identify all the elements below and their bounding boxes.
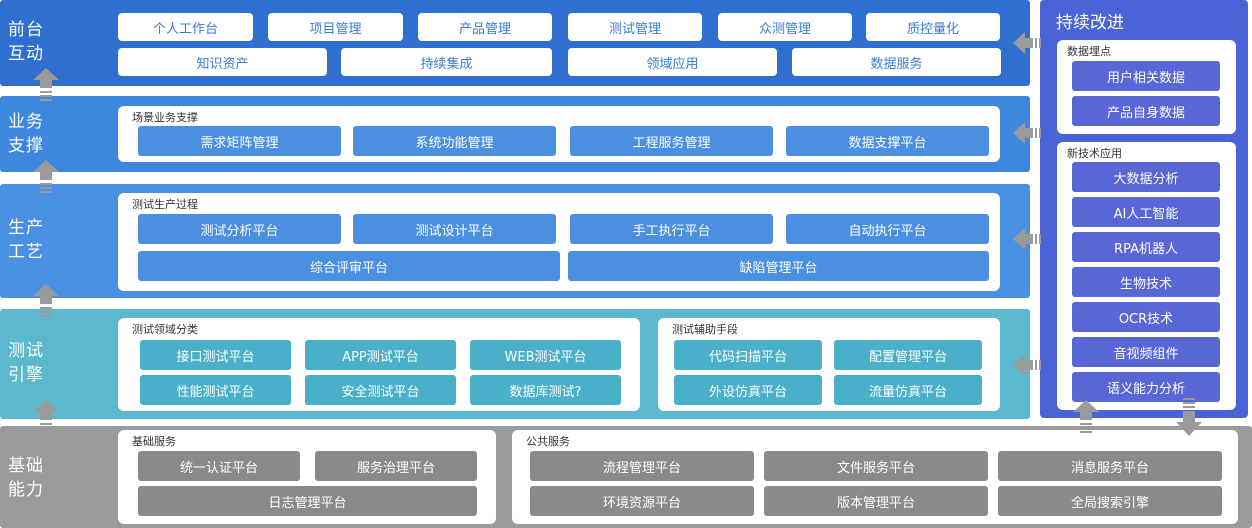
engine-aux-item[interactable]: 代码扫描平台 [674,340,822,370]
panel-title: 公共服务 [526,435,570,448]
production-item[interactable]: 测试分析平台 [138,214,341,244]
layer-label-foundation: 基础 能力 [8,456,44,500]
layer-label-engine: 测试 引擎 [8,341,44,385]
engine-domain-item[interactable]: 性能测试平台 [140,375,291,405]
tech-item[interactable]: 生物技术 [1072,267,1220,297]
engine-aux-item[interactable]: 外设仿真平台 [674,375,822,405]
frontend-item[interactable]: 个人工作台 [118,13,253,41]
foundation-public-item[interactable]: 环境资源平台 [530,486,754,516]
frontend-item[interactable]: 数据服务 [792,48,1001,76]
production-item[interactable]: 缺陷管理平台 [568,251,989,281]
tech-item[interactable]: 语义能力分析 [1072,372,1220,402]
tech-item[interactable]: 大数据分析 [1072,162,1220,192]
frontend-item[interactable]: 测试管理 [568,13,702,41]
engine-aux-item[interactable]: 配置管理平台 [834,340,982,370]
layer-label-production: 生产 工艺 [8,218,44,262]
arrow-up-icon [33,400,59,436]
foundation-basic-item[interactable]: 统一认证平台 [138,451,300,481]
frontend-item[interactable]: 质控量化 [866,13,1000,41]
production-item[interactable]: 手工执行平台 [570,214,773,244]
foundation-public-item[interactable]: 版本管理平台 [764,486,988,516]
tech-item[interactable]: 音视频组件 [1072,337,1220,367]
panel-test-production: 测试生产过程 测试分析平台 测试设计平台 手工执行平台 自动执行平台 综合评审平… [118,193,1000,291]
panel-new-tech: 新技术应用 大数据分析 AI人工智能 RPA机器人 生物技术 OCR技术 音视频… [1057,142,1236,410]
foundation-basic-item[interactable]: 日志管理平台 [138,486,477,516]
panel-scene-business: 场景业务支撑 需求矩阵管理 系统功能管理 工程服务管理 数据支撑平台 [118,106,1000,162]
business-item[interactable]: 工程服务管理 [570,126,773,156]
sidebar-continuous-improvement: 持续改进 数据埋点 用户相关数据 产品自身数据 新技术应用 大数据分析 AI人工… [1040,0,1248,418]
frontend-item[interactable]: 持续集成 [341,48,552,76]
business-item[interactable]: 数据支撑平台 [786,126,989,156]
arrow-up-icon [33,68,59,104]
data-tracking-item[interactable]: 用户相关数据 [1072,61,1220,91]
layer-production: 生产 工艺 测试生产过程 测试分析平台 测试设计平台 手工执行平台 自动执行平台… [0,184,1030,298]
panel-data-tracking: 数据埋点 用户相关数据 产品自身数据 [1057,40,1236,134]
panel-public-services: 公共服务 流程管理平台 文件服务平台 消息服务平台 环境资源平台 版本管理平台 … [512,430,1238,524]
business-item[interactable]: 需求矩阵管理 [138,126,341,156]
engine-domain-item[interactable]: 接口测试平台 [140,340,291,370]
panel-title: 数据埋点 [1067,45,1111,58]
layer-engine: 测试 引擎 测试领域分类 接口测试平台 APP测试平台 WEB测试平台 性能测试… [0,309,1030,419]
panel-test-aux: 测试辅助手段 代码扫描平台 配置管理平台 外设仿真平台 流量仿真平台 [658,318,1000,411]
layer-label-frontend: 前台 互动 [8,20,44,64]
tech-item[interactable]: RPA机器人 [1072,232,1220,262]
arrow-down-icon [1176,398,1202,436]
arrow-left-icon [1013,122,1045,144]
foundation-basic-item[interactable]: 服务治理平台 [315,451,477,481]
arrow-left-icon [1013,32,1045,54]
foundation-public-item[interactable]: 消息服务平台 [998,451,1222,481]
frontend-item[interactable]: 项目管理 [268,13,403,41]
panel-basic-services: 基础服务 统一认证平台 服务治理平台 日志管理平台 [118,430,496,524]
panel-title: 测试领域分类 [132,323,198,336]
engine-aux-item[interactable]: 流量仿真平台 [834,375,982,405]
tech-item[interactable]: AI人工智能 [1072,197,1220,227]
engine-domain-item[interactable]: WEB测试平台 [470,340,621,370]
production-item[interactable]: 综合评审平台 [138,251,560,281]
engine-domain-item[interactable]: 安全测试平台 [305,375,456,405]
layer-label-business: 业务 支撑 [8,112,44,156]
production-item[interactable]: 测试设计平台 [353,214,556,244]
arrow-up-icon [1073,400,1099,436]
panel-title: 测试生产过程 [132,198,198,211]
panel-test-domain: 测试领域分类 接口测试平台 APP测试平台 WEB测试平台 性能测试平台 安全测… [118,318,640,411]
production-item[interactable]: 自动执行平台 [786,214,989,244]
engine-domain-item[interactable]: APP测试平台 [305,340,456,370]
arrow-up-icon [33,160,59,196]
frontend-item[interactable]: 众测管理 [718,13,852,41]
frontend-item[interactable]: 产品管理 [418,13,552,41]
arrow-up-icon [33,284,59,320]
sidebar-title: 持续改进 [1056,13,1124,33]
panel-title: 测试辅助手段 [672,323,738,336]
panel-title: 新技术应用 [1067,147,1122,160]
layer-foundation: 基础 能力 基础服务 统一认证平台 服务治理平台 日志管理平台 公共服务 流程管… [0,426,1252,528]
frontend-item[interactable]: 领域应用 [568,48,777,76]
data-tracking-item[interactable]: 产品自身数据 [1072,96,1220,126]
frontend-item[interactable]: 知识资产 [118,48,327,76]
layer-business: 业务 支撑 场景业务支撑 需求矩阵管理 系统功能管理 工程服务管理 数据支撑平台 [0,96,1030,172]
layer-frontend: 前台 互动 个人工作台 项目管理 产品管理 测试管理 众测管理 质控量化 知识资… [0,0,1030,86]
panel-title: 基础服务 [132,435,176,448]
foundation-public-item[interactable]: 文件服务平台 [764,451,988,481]
foundation-public-item[interactable]: 全局搜索引擎 [998,486,1222,516]
panel-title: 场景业务支撑 [132,111,198,124]
engine-domain-item[interactable]: 数据库测试? [470,375,621,405]
foundation-public-item[interactable]: 流程管理平台 [530,451,754,481]
tech-item[interactable]: OCR技术 [1072,302,1220,332]
business-item[interactable]: 系统功能管理 [353,126,556,156]
arrow-left-icon [1013,354,1045,376]
arrow-left-icon [1013,228,1045,250]
